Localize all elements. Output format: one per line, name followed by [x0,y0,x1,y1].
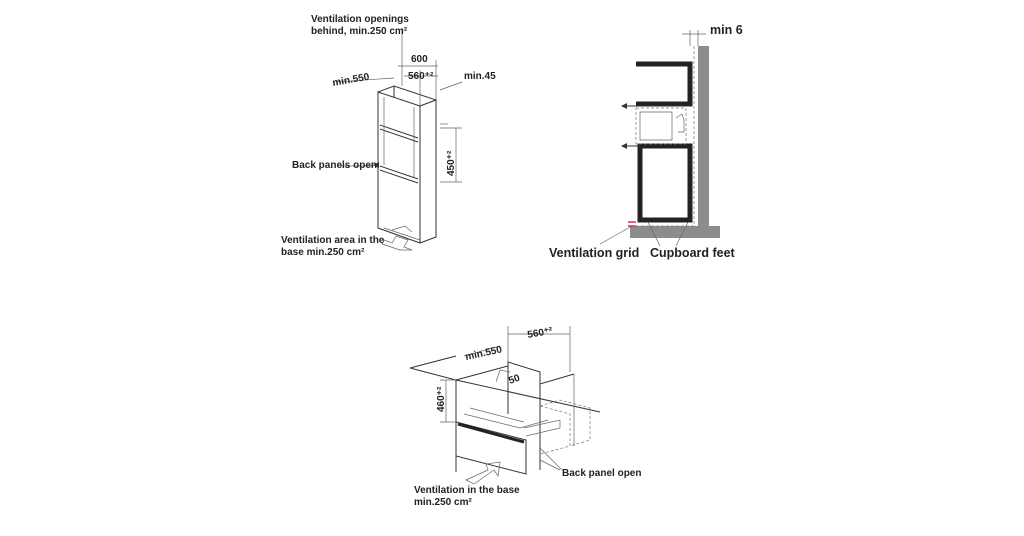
dim-min550-base: min.550 [464,344,503,363]
cross-section-diagram: min 6 Ventilation grid Cupboard feet [549,23,743,260]
ventilation-base-label-line2: min.250 cm² [414,497,472,508]
back-panels-open-label: Back panels open [292,160,377,171]
ventilation-area-label-line2: base min.250 cm² [281,247,365,258]
base-cabinet-diagram: 560⁺² min.550 50 460⁺² Back panel open V… [409,326,641,508]
ventilation-openings-label-line1: Ventilation openings [311,14,409,25]
dim-min45: min.45 [464,71,496,82]
ventilation-area-label-line1: Ventilation area in the [281,235,385,246]
ventilation-openings-label-line2: behind, min.250 cm² [311,26,408,37]
dim-min-6: min 6 [710,23,743,37]
dim-460: 460⁺² [436,386,447,412]
wall-floor [630,46,720,238]
dim-600: 600 [411,54,428,65]
dim-min550: min.550 [332,72,371,89]
tall-cabinet [377,85,438,244]
dim-450: 450⁺² [446,150,457,176]
dim-560-base: 560⁺² [527,326,554,341]
ventilation-grid-mark [628,221,636,227]
tall-cabinet-diagram: Ventilation openings behind, min.250 cm²… [281,14,496,258]
dim-560: 560⁺² [408,71,434,82]
back-panel-open-label: Back panel open [562,468,641,479]
ventilation-base-label-line1: Ventilation in the base [414,485,520,496]
cupboard-feet-label: Cupboard feet [650,246,736,260]
ventilation-grid-label: Ventilation grid [549,246,639,260]
dim-50: 50 [507,373,522,387]
